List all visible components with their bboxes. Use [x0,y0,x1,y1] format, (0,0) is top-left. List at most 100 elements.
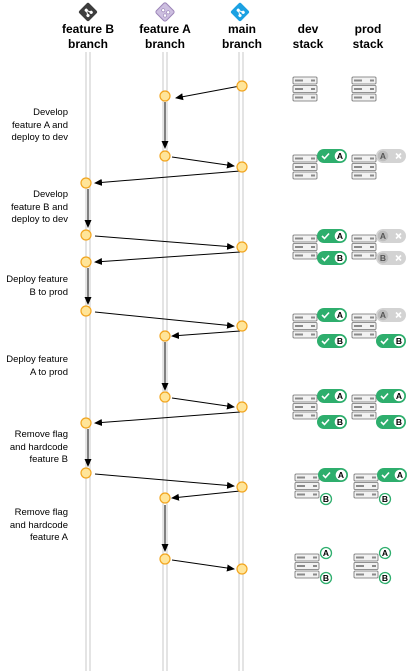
dev-server-stack [293,77,317,101]
prod-server-stack [354,554,378,578]
col-header-prod: prod stack [344,22,392,52]
arrow [94,170,241,186]
flag-letter: A [337,391,343,401]
close-icon [395,254,402,262]
commit-node [159,150,171,162]
git-icon [155,2,175,22]
dev-server-stack [293,155,317,179]
flag-on-toggle: B [317,415,347,429]
flag-on-toggle: B [376,415,406,429]
step-line: feature A [29,532,68,543]
flag-on-toggle: A [317,149,347,163]
prod-server-stack [352,314,376,338]
step-line: Develop [33,189,68,200]
flag-on-toggle: A [376,389,406,403]
flag-on-toggle: B [317,251,347,265]
arrow [171,490,241,501]
branch-line-main [238,52,244,671]
hardcoded-feature-badge: B [378,571,392,585]
arrow [175,85,241,101]
col-header-line: stack [292,37,324,51]
step-line: Develop [33,107,68,118]
step-line: deploy to dev [11,214,68,225]
arrow [171,559,235,572]
commit-node [159,90,171,102]
arrow [94,251,241,266]
step-label: Remove flag and hardcode feature B [0,429,68,467]
flag-letter: B [396,417,402,427]
dev-server-stack [295,474,319,498]
commit-node [236,401,248,413]
commit-node [159,492,171,504]
step-label: Remove flag and hardcode feature A [0,507,68,545]
step-line: Deploy feature [6,274,68,285]
git-icon [78,2,98,22]
flag-letter: A [380,310,386,320]
hardcoded-feature-badge: B [319,571,333,585]
flag-letter: A [337,231,343,241]
dev-server-stack [293,395,317,419]
step-line: and hardcode [9,441,68,453]
step-label: Develop feature B and deploy to dev [0,189,68,227]
flag-letter: A [396,391,402,401]
flag-letter: A [380,231,386,241]
step-line: Remove flag [14,507,68,518]
prod-server-stack [352,395,376,419]
col-header-line: branch [221,37,262,51]
flag-letter: A [337,310,343,320]
step-line: A to prod [29,366,68,378]
prod-server-stack [352,235,376,259]
commit-node [159,330,171,342]
flag-letter: A [382,548,388,558]
flag-off-toggle: A [376,229,406,243]
step-line: feature B and [10,201,68,213]
check-icon [381,471,390,479]
commit-node [159,553,171,565]
step-line: feature A and [12,119,68,131]
step-label: Deploy feature B to prod [0,274,68,299]
hardcoded-feature-badge: B [378,492,392,506]
close-icon [395,152,402,160]
flag-letter: B [323,573,329,583]
commit-node [80,305,92,317]
arrow [94,311,235,329]
col-header-line: branch [67,37,108,51]
check-icon [321,392,330,400]
branch-line-feature-b [85,52,91,671]
check-icon [322,471,331,479]
commit-node [159,391,171,403]
arrow [171,330,241,339]
dev-server-stack [295,554,319,578]
prod-server-stack [352,155,376,179]
col-header-line: prod [354,22,382,36]
arrow [171,397,235,410]
hardcoded-feature-badge: A [378,546,392,560]
check-icon [321,152,330,160]
commit-node [236,320,248,332]
col-header-line: main [227,22,256,36]
commit-node [80,467,92,479]
prod-server-stack [352,77,376,101]
flag-letter: A [380,151,386,161]
check-icon [321,418,330,426]
col-header-line: branch [144,37,185,51]
flag-off-toggle: A [376,308,406,322]
flag-letter: A [397,470,403,480]
flag-letter: B [382,494,388,504]
flag-letter: B [337,253,343,263]
hardcoded-feature-badge: A [319,546,333,560]
flag-letter: A [337,151,343,161]
commit-node [236,241,248,253]
commit-node [80,229,92,241]
flag-off-toggle: B [376,251,406,265]
step-line: deploy to dev [11,132,68,143]
flag-on-toggle: B [376,334,406,348]
arrow [94,473,235,489]
col-header-dev: dev stack [286,22,330,52]
dev-server-stack [293,235,317,259]
commit-node [236,80,248,92]
check-icon [321,232,330,240]
prod-server-stack [354,474,378,498]
